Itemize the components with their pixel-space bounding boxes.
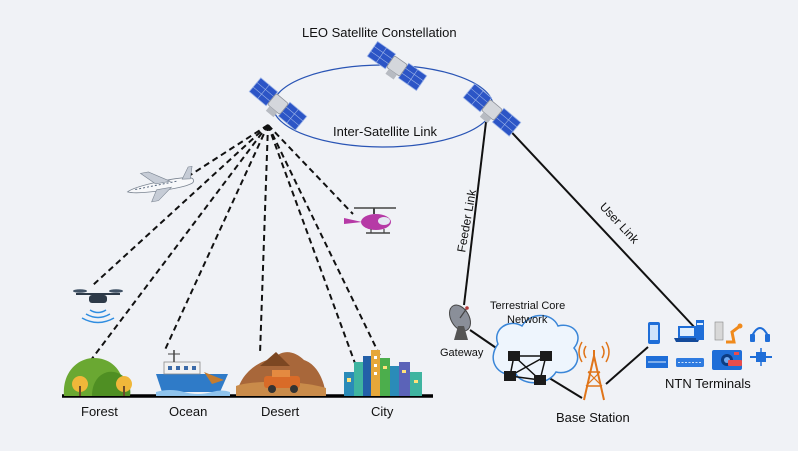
basestation-terminals-line (605, 346, 649, 385)
airplane-icon (126, 165, 194, 203)
city-skyline-icon (344, 350, 422, 396)
ntn-terminal-icons (646, 320, 772, 370)
router-icon (508, 351, 520, 361)
keyboard-icon (676, 358, 704, 367)
core-network-label-line1: Terrestrial Core (490, 300, 566, 312)
satellite-icon (364, 40, 428, 95)
feeder-link-line (463, 121, 487, 306)
ntn-terminals-label: NTN Terminals (665, 376, 751, 391)
satellite-small-icon (750, 348, 772, 366)
helicopter-icon (344, 207, 396, 234)
ocean-label: Ocean (169, 404, 208, 419)
router-icon (534, 375, 546, 385)
robot-arm-icon (726, 323, 743, 344)
server-icon (714, 321, 724, 341)
base-station-label: Base Station (556, 410, 630, 425)
gateway-label: Gateway (440, 347, 484, 359)
headset-icon (750, 327, 770, 342)
solid-links (463, 121, 698, 399)
core-network-label-line2: Network (507, 314, 548, 326)
ship-icon (156, 350, 230, 396)
desert-label: Desert (261, 404, 300, 419)
forest-icon (63, 358, 132, 396)
inter-satellite-link-label: Inter-Satellite Link (333, 124, 438, 139)
car-icon (728, 360, 742, 366)
constellation-label: LEO Satellite Constellation (302, 25, 457, 40)
satellite-icon (246, 77, 308, 134)
desktop-icon (696, 320, 704, 340)
dashed-service-links (87, 124, 383, 367)
city-label: City (371, 404, 394, 419)
router-icon (540, 351, 552, 361)
base-station-tower-icon (578, 341, 610, 401)
forest-label: Forest (81, 404, 118, 419)
core-basestation-line (545, 375, 583, 399)
desert-icon (236, 352, 326, 396)
server-icon (646, 356, 668, 368)
gateway-dish-icon (449, 304, 471, 340)
drone-icon (73, 289, 123, 324)
laptop-icon (674, 326, 700, 342)
router-icon (504, 371, 516, 381)
desert-vehicle-icon (264, 370, 300, 393)
phone-icon (648, 322, 660, 344)
user-link-line (501, 121, 698, 331)
